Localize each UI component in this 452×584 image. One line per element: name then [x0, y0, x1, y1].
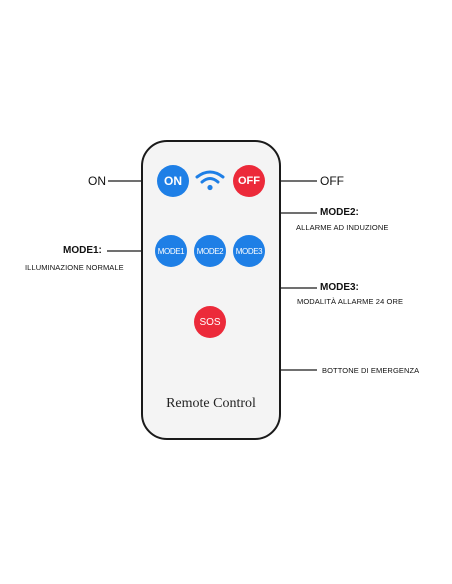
on-button[interactable]: ON [157, 165, 189, 197]
remote-control-label: Remote Control [166, 396, 256, 411]
mode1-callout-description: ILLUMINAZIONE NORMALE [25, 263, 124, 272]
mode2-callout-description: ALLARME AD INDUZIONE [296, 223, 389, 232]
mode2-callout-title: MODE2: [320, 207, 359, 218]
wifi-icon [195, 170, 225, 191]
mode3-button[interactable]: MODE3 [233, 235, 265, 267]
mode3-callout-title: MODE3: [320, 282, 359, 293]
mode2-button[interactable]: MODE2 [194, 235, 226, 267]
mode3-callout-description: MODALITÀ ALLARME 24 ORE [297, 297, 404, 306]
mode1-button[interactable]: MODE1 [155, 235, 187, 267]
on-callout-label: ON [88, 174, 106, 188]
off-button[interactable]: OFF [233, 165, 265, 197]
mode1-callout-title: MODE1: [63, 245, 102, 256]
sos-button[interactable]: SOS [194, 306, 226, 338]
sos-callout-description: BOTTONE DI EMERGENZA [322, 366, 420, 375]
off-callout-label: OFF [320, 174, 344, 188]
